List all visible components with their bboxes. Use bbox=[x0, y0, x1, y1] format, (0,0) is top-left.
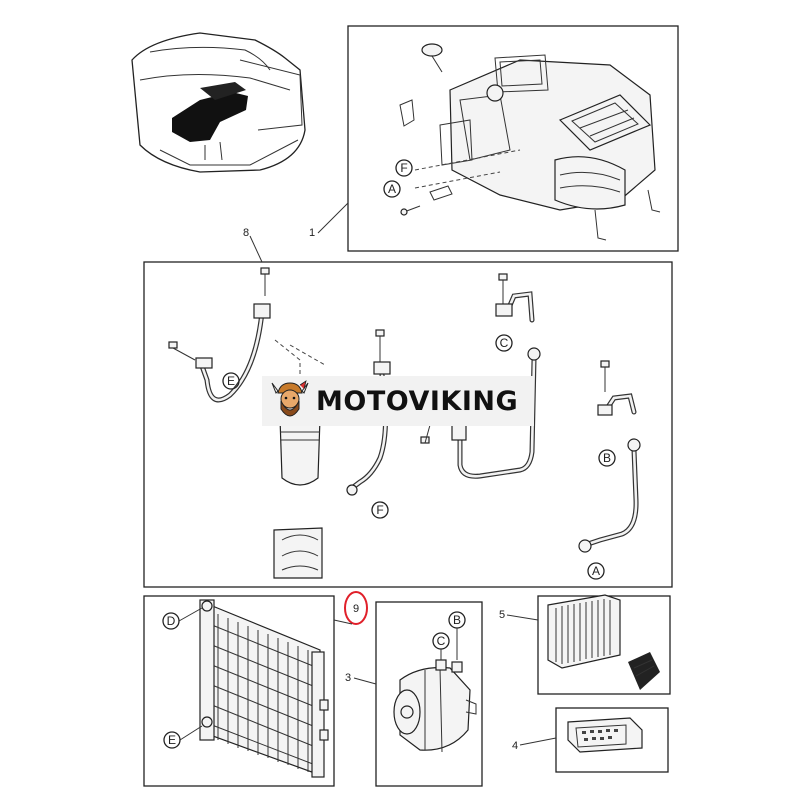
condenser-illustration bbox=[199, 599, 329, 778]
connector-f-label: F bbox=[376, 503, 383, 517]
callout-9-highlight bbox=[344, 591, 368, 625]
connector-b-label: B bbox=[603, 451, 611, 465]
connector-c-label: C bbox=[500, 336, 509, 350]
connector-e-label: E bbox=[168, 733, 176, 747]
watermark-banner: MOTOVIKING bbox=[262, 376, 534, 426]
compressor-illustration bbox=[393, 659, 477, 753]
cab-overview-illustration bbox=[131, 32, 306, 173]
callout-8-label: 8 bbox=[243, 227, 249, 239]
connector-b-label: B bbox=[453, 613, 461, 627]
connector-f-marker bbox=[371, 501, 389, 519]
condenser-frame bbox=[143, 595, 335, 787]
connector-f-label: F bbox=[400, 161, 407, 175]
callout-1-label: 1 bbox=[309, 227, 315, 239]
connector-c-marker bbox=[495, 334, 513, 352]
callout-5-label: 5 bbox=[499, 609, 505, 621]
viking-mascot-icon bbox=[271, 380, 309, 417]
connector-e-marker bbox=[222, 372, 240, 390]
connector-a-marker bbox=[383, 180, 401, 198]
connector-e-label: E bbox=[227, 374, 235, 388]
control-panel-illustration bbox=[567, 717, 643, 753]
pipe-kit-frame bbox=[143, 261, 673, 588]
callout-9-label: 9 bbox=[353, 603, 359, 615]
callout-3-label: 3 bbox=[345, 672, 351, 684]
watermark-text: MOTOVIKING bbox=[316, 385, 519, 417]
connector-b-marker bbox=[598, 449, 616, 467]
filter-illustration bbox=[547, 594, 660, 690]
connector-a-marker bbox=[587, 562, 605, 580]
hvac-unit-illustration bbox=[399, 43, 661, 241]
callout-4-label: 4 bbox=[512, 740, 518, 752]
connector-a-label: A bbox=[592, 564, 600, 578]
connector-d-label: D bbox=[167, 614, 176, 628]
compressor-frame bbox=[375, 601, 483, 787]
connector-c-label: C bbox=[437, 634, 446, 648]
connector-a-label: A bbox=[388, 182, 396, 196]
controller-frame bbox=[555, 707, 669, 773]
main-unit-frame bbox=[347, 25, 679, 252]
connector-f-marker bbox=[395, 159, 413, 177]
